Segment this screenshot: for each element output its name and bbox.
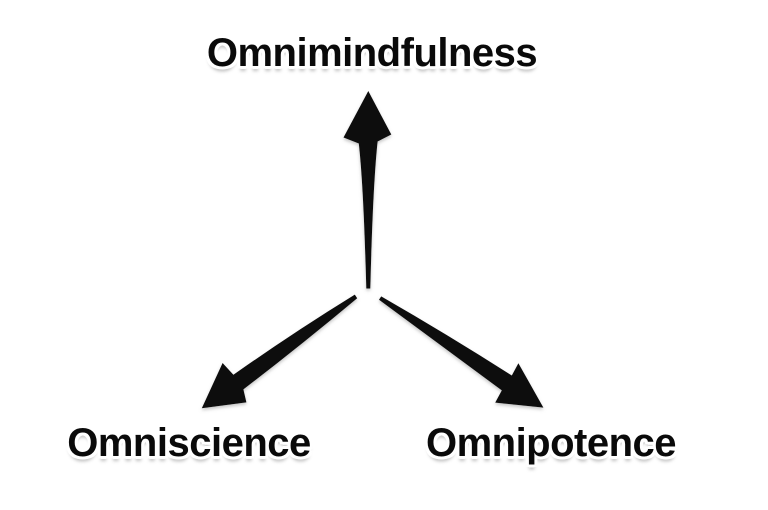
arrow-down-right-icon xyxy=(379,296,544,408)
node-label-omniscience: Omniscience xyxy=(67,421,311,465)
arrow-down-left-icon xyxy=(201,294,358,409)
node-label-omnimindfulness: Omnimindfulness xyxy=(206,31,538,75)
arrow-up-icon xyxy=(343,91,392,289)
node-label-omnipotence: Omnipotence xyxy=(425,421,677,465)
